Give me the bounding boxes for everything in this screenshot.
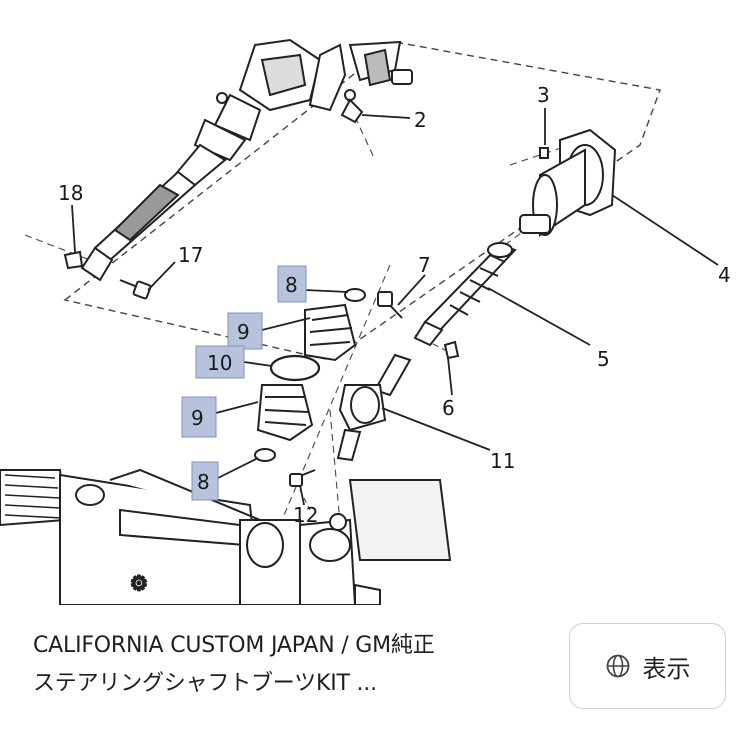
- callout-6: 6: [442, 396, 455, 420]
- callout-18: 18: [58, 181, 83, 205]
- view-button-label: 表示: [642, 654, 691, 683]
- view-button[interactable]: 表示: [569, 623, 726, 709]
- caption-line-1: CALIFORNIA CUSTOM JAPAN / GM純正: [33, 633, 435, 658]
- steering-shaft-exploded-diagram: ⚙ 2 3 4 5 6 7 11 12 17 18: [0, 38, 731, 605]
- callout-2: 2: [414, 108, 427, 132]
- part-6: [443, 340, 460, 360]
- highlighted-callouts: 8 9 10 9 8: [181, 265, 307, 501]
- part-9-upper-boot: [304, 303, 357, 362]
- callout-11: 11: [490, 449, 515, 473]
- callout-4: 4: [718, 263, 731, 287]
- part-5-shaft-boot: [413, 242, 517, 347]
- part-4-flange: [519, 128, 617, 237]
- upper-steering-column: [80, 38, 413, 282]
- globe-icon: [606, 654, 629, 678]
- part-11-universal-joint: [336, 353, 412, 462]
- part-17-bolt: [119, 279, 152, 300]
- callout-12: 12: [293, 503, 318, 527]
- callout-5: 5: [597, 347, 610, 371]
- part-18: [63, 250, 84, 270]
- steering-gear-rack: ⚙: [0, 468, 452, 605]
- svg-text:⚙: ⚙: [130, 571, 148, 595]
- highlight-callout-8-upper: 8: [285, 273, 298, 297]
- highlight-callout-8-lower: 8: [197, 470, 210, 494]
- callout-7: 7: [418, 253, 431, 277]
- caption-line-2: ステアリングシャフトブーツKIT ...: [33, 671, 377, 696]
- part-3: [539, 147, 549, 159]
- part-12-bolt: [289, 469, 316, 487]
- parts-diagram-image[interactable]: ⚙ 2 3 4 5 6 7 11 12 17 18: [0, 0, 750, 605]
- highlight-callout-9-upper: 9: [237, 320, 250, 344]
- part-8-upper-ring: [344, 288, 366, 302]
- highlight-callout-9-lower: 9: [191, 406, 204, 430]
- part-10-ring: [269, 354, 321, 382]
- part-9-lower-boot: [256, 384, 314, 442]
- part-7-bolt: [377, 291, 403, 319]
- highlight-callout-10: 10: [207, 351, 232, 375]
- part-8-lower-ring: [254, 448, 276, 462]
- result-title-link[interactable]: CALIFORNIA CUSTOM JAPAN / GM純正 ステアリングシャフ…: [33, 627, 543, 703]
- callout-17: 17: [178, 243, 203, 267]
- result-caption-bar: CALIFORNIA CUSTOM JAPAN / GM純正 ステアリングシャフ…: [0, 605, 750, 750]
- callout-3: 3: [537, 83, 550, 107]
